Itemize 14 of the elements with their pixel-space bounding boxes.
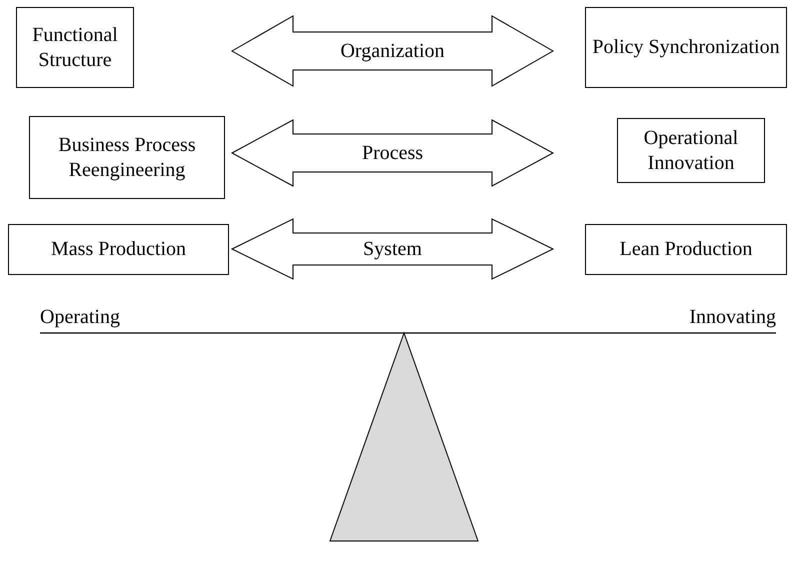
box-label: Operational Innovation [642,126,740,176]
concept-box [8,224,229,275]
box-label: Mass Production [51,237,186,262]
scale-end-label: Operating [40,305,120,329]
concept-box [29,116,225,199]
concept-box [617,118,765,183]
box-label: Functional Structure [31,22,119,72]
concept-box [16,7,134,88]
concept-box [585,7,787,88]
box-label: Lean Production [620,237,752,262]
box-label: Business Process Reengineering [57,132,197,182]
box-label: Policy Synchronization [592,35,780,60]
scale-end-label: Innovating [689,305,776,329]
concept-box [585,224,787,275]
